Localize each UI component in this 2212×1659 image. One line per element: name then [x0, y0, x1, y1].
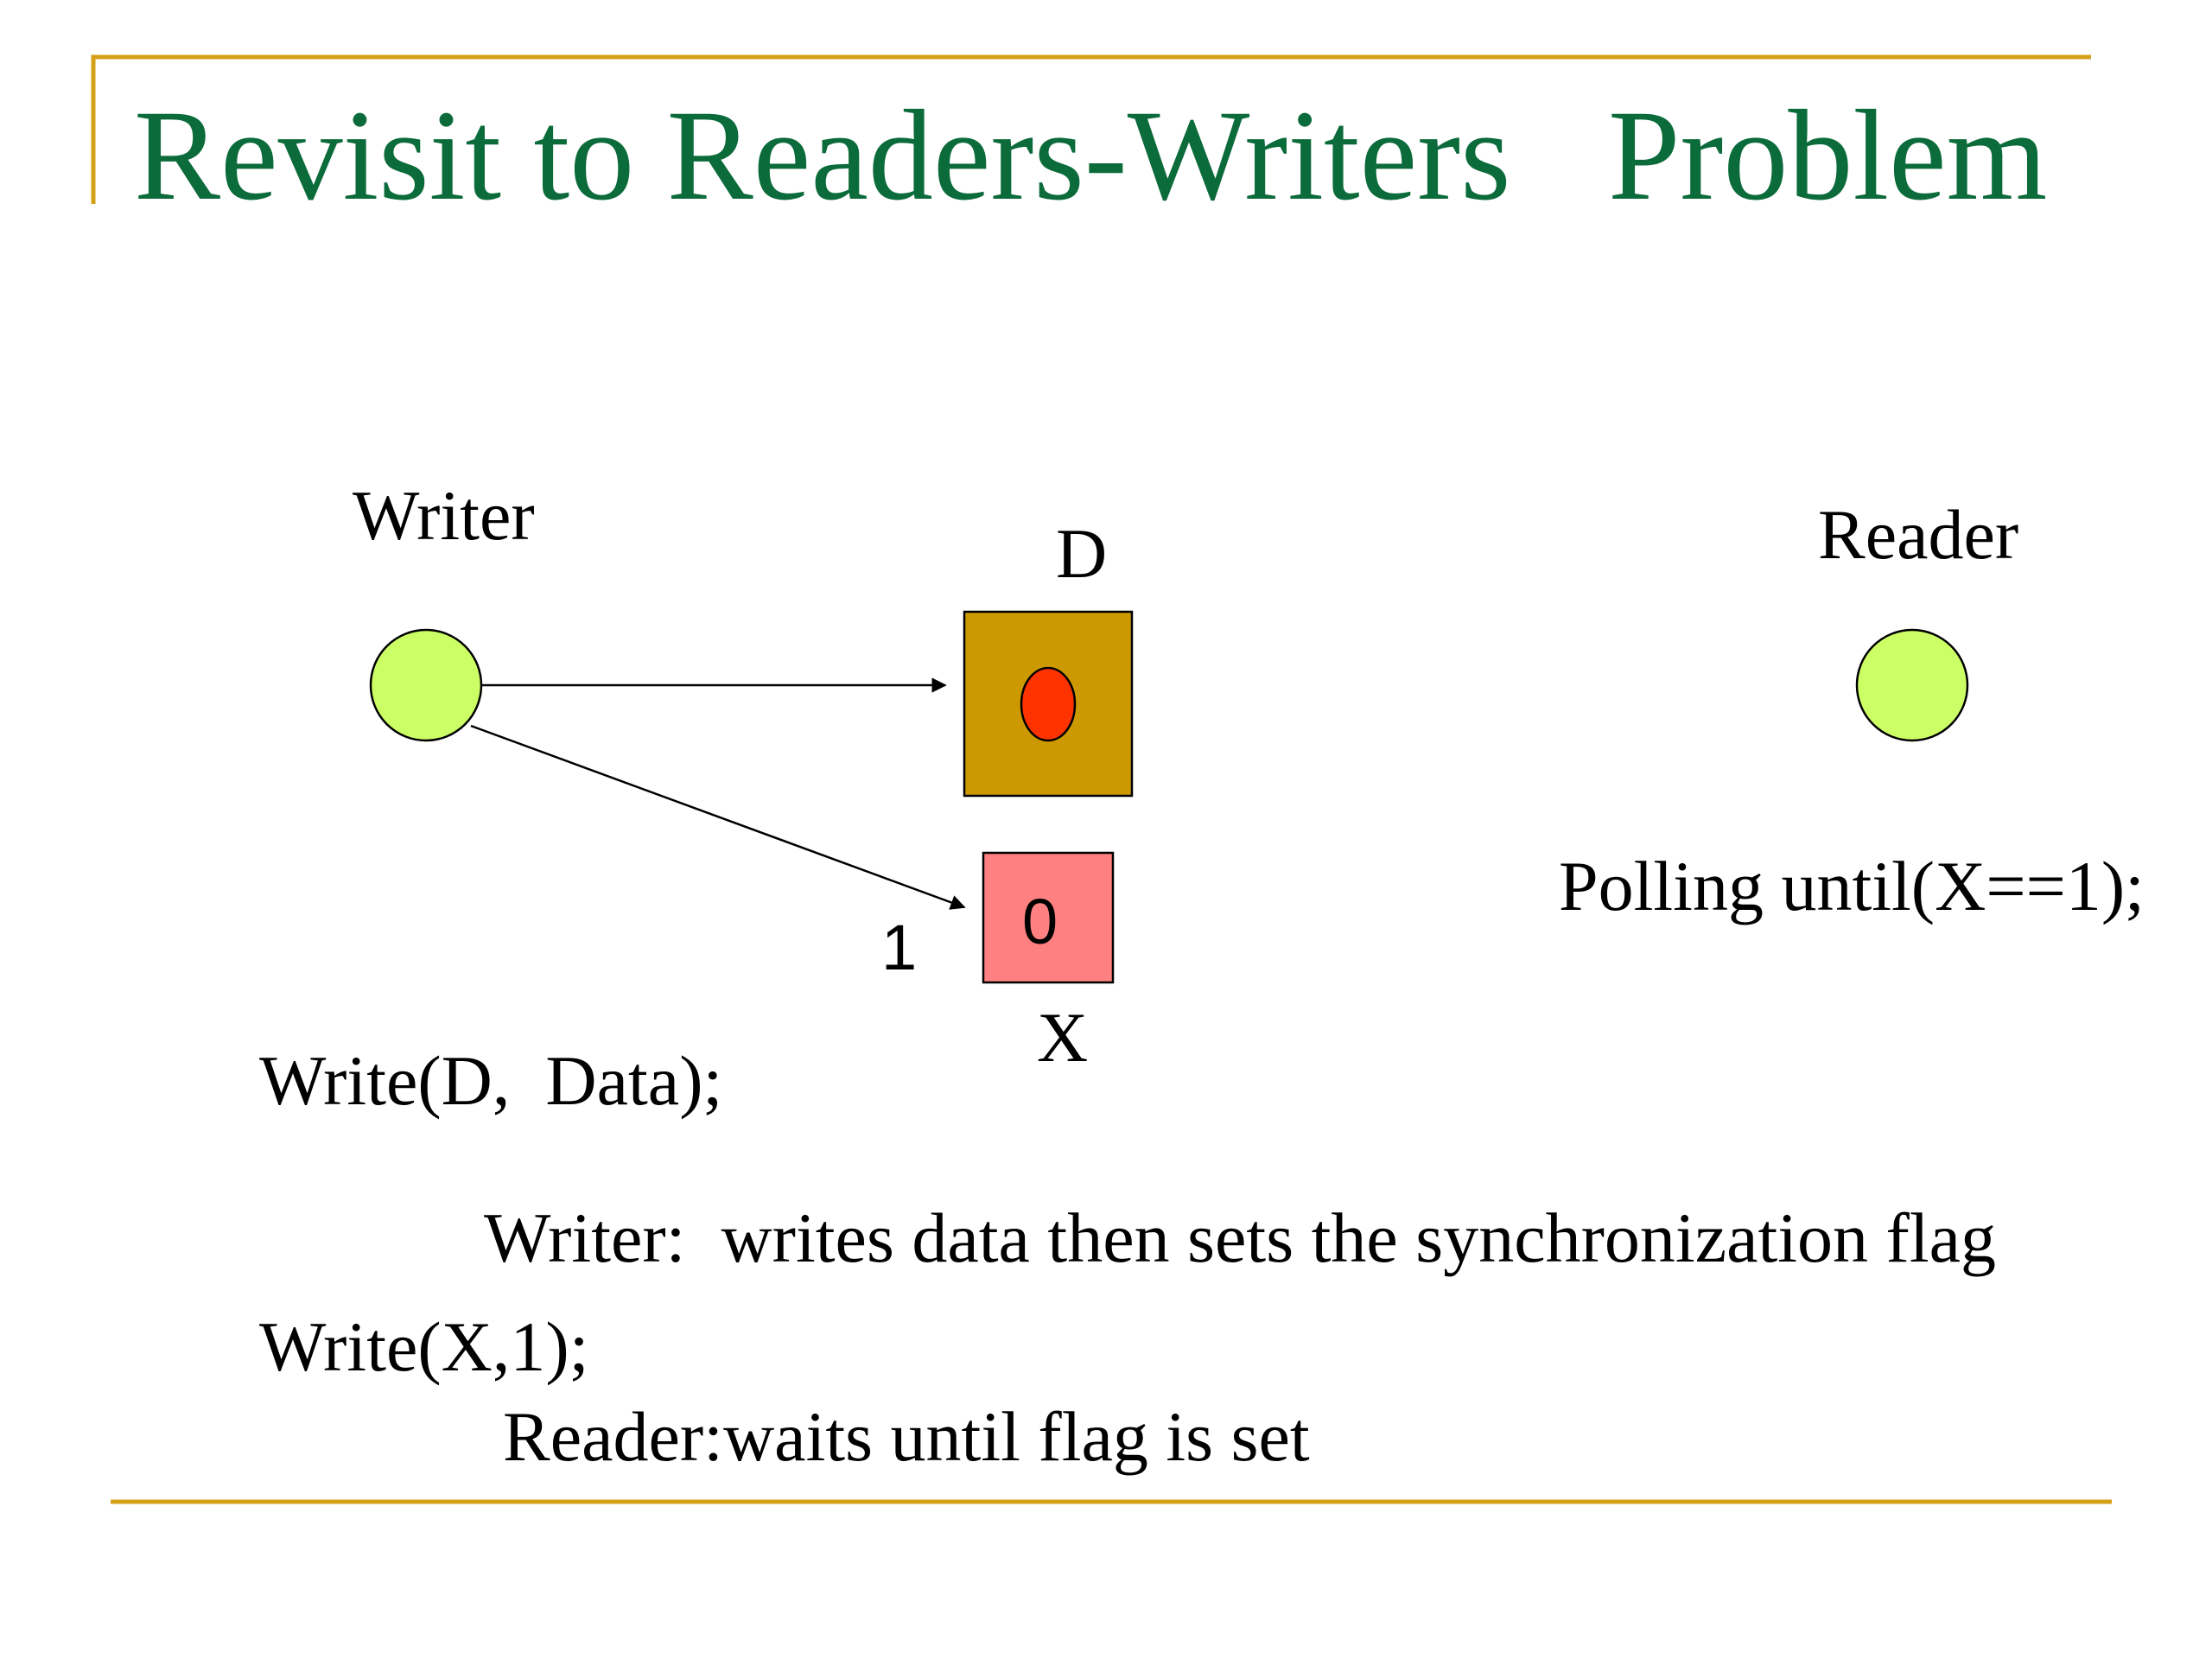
- writer-note: Writer: writes data then sets the synchr…: [484, 1198, 1997, 1277]
- writer-code-line: Write(D, Data);: [259, 1041, 723, 1120]
- writer-label: Writer: [353, 476, 535, 555]
- data-dot: [1020, 666, 1077, 742]
- x-label: X: [1037, 998, 1089, 1077]
- writer-node: [369, 628, 483, 742]
- reader-note: Reader:waits until flag is set: [503, 1397, 1310, 1476]
- flag-box-x: [982, 851, 1115, 984]
- reader-node: [1855, 628, 1969, 742]
- reader-code: Polling until(X==1);: [1559, 847, 2145, 925]
- arrow-writer-to-x: [470, 724, 966, 910]
- d-label: D: [1056, 514, 1108, 593]
- top-rule: [91, 54, 2091, 204]
- writer-code: Write(D, Data); Write(X,1);: [259, 860, 722, 1568]
- page-title: Revisit to Readers-Writers Problem: [134, 84, 2048, 227]
- arrow-value: 1: [881, 912, 918, 983]
- writer-code-line: Write(X,1);: [259, 1306, 589, 1386]
- reader-label: Reader: [1818, 495, 2019, 574]
- flag-value: 0: [1022, 886, 1058, 957]
